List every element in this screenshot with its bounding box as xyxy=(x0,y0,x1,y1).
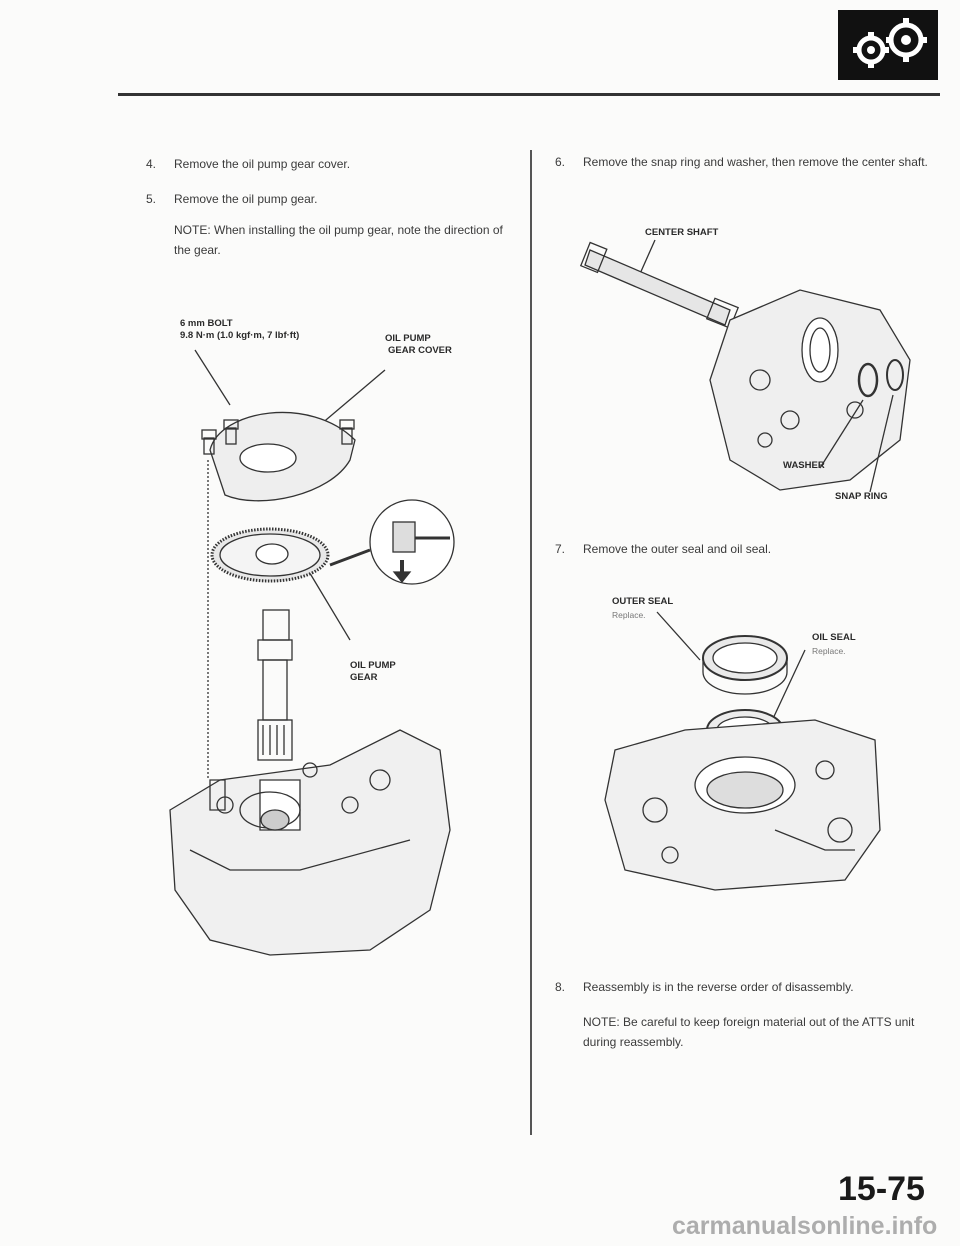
step-4: 4. Remove the oil pump gear cover. xyxy=(146,155,516,174)
snap-ring-label: SNAP RING xyxy=(835,491,888,502)
step-text: Reassembly is in the reverse order of di… xyxy=(583,980,854,994)
bolt-torque: 9.8 N·m (1.0 kgf·m, 7 lbf·ft) xyxy=(180,330,300,341)
step-5: 5. Remove the oil pump gear. xyxy=(146,190,516,209)
outer-seal-note: Replace. xyxy=(612,610,646,620)
gears-icon xyxy=(838,10,938,80)
step-7: 7. Remove the outer seal and oil seal. xyxy=(555,540,930,559)
gear-label-line2: GEAR xyxy=(350,672,378,683)
step-text: Remove the oil pump gear. xyxy=(174,192,318,206)
step-8: 8. Reassembly is in the reverse order of… xyxy=(555,978,930,997)
watermark: carmanualsonline.info xyxy=(672,1212,938,1240)
gear-label-line1: OIL PUMP xyxy=(350,660,396,671)
step-number: 8. xyxy=(555,980,566,994)
oil-pump-diagram xyxy=(169,349,455,956)
cover-label-line1: OIL PUMP xyxy=(385,333,431,344)
step-5-note: NOTE: When installing the oil pump gear,… xyxy=(174,223,503,257)
header-rule xyxy=(118,93,940,96)
cover-label-line2: GEAR COVER xyxy=(388,345,452,356)
seal-diagram xyxy=(604,611,881,891)
oil-seal-note: Replace. xyxy=(812,646,846,656)
step-number: 7. xyxy=(555,542,566,556)
step-8-note: NOTE: Be careful to keep foreign materia… xyxy=(583,1015,915,1049)
outer-seal-label: OUTER SEAL xyxy=(612,596,674,607)
center-shaft-label: CENTER SHAFT xyxy=(645,227,719,238)
step-text: Remove the oil pump gear cover. xyxy=(174,157,351,171)
column-divider xyxy=(530,150,532,1135)
oil-seal-label: OIL SEAL xyxy=(812,632,856,643)
bolt-label: 6 mm BOLT xyxy=(180,318,233,329)
page-number: 15-75 xyxy=(838,1170,925,1208)
step-6: 6. Remove the snap ring and washer, then… xyxy=(555,153,930,172)
step-text: Remove the snap ring and washer, then re… xyxy=(583,155,928,169)
step-number: 5. xyxy=(146,192,157,206)
step-number: 6. xyxy=(555,155,566,169)
center-shaft-diagram xyxy=(579,239,911,493)
step-number: 4. xyxy=(146,157,157,171)
step-text: Remove the outer seal and oil seal. xyxy=(583,542,772,556)
washer-label: WASHER xyxy=(783,460,825,471)
